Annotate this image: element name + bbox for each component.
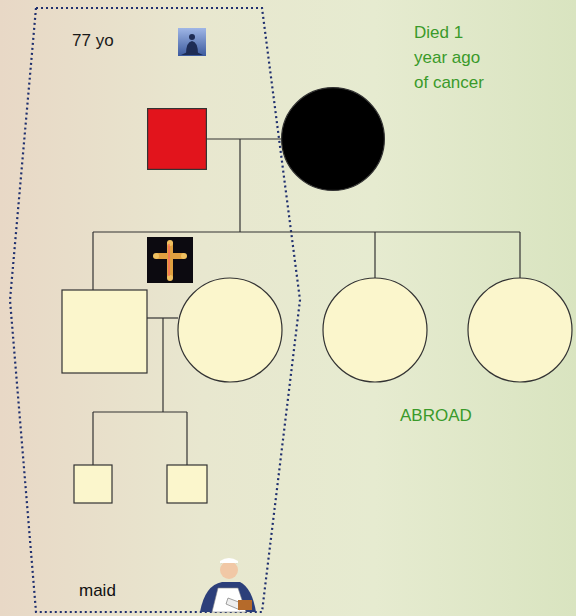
cross-icon bbox=[147, 237, 193, 283]
female-symbol bbox=[468, 278, 572, 382]
female-symbol bbox=[178, 278, 282, 382]
male-symbol: 77 yo bbox=[147, 108, 207, 170]
child-line bbox=[374, 232, 375, 278]
maid-figure bbox=[200, 558, 256, 612]
child-line bbox=[92, 412, 93, 465]
female-symbol-outline bbox=[281, 87, 385, 191]
location-note: ABROAD bbox=[400, 403, 472, 428]
death-note: Died 1 year ago of cancer bbox=[414, 20, 496, 95]
female-symbol: Died 1 year ago of cancer bbox=[281, 87, 385, 191]
marriage-line bbox=[207, 138, 281, 139]
role-label: maid bbox=[79, 578, 116, 603]
child-line bbox=[92, 232, 93, 290]
female-symbol-shape bbox=[282, 88, 385, 191]
male-symbol bbox=[62, 290, 147, 373]
child-line bbox=[186, 412, 187, 465]
male-symbol bbox=[74, 465, 112, 503]
age-note: 77 yo bbox=[72, 28, 114, 53]
male-symbol-outline bbox=[147, 108, 207, 170]
descent-line bbox=[162, 318, 163, 412]
descent-line bbox=[239, 139, 240, 232]
child-line bbox=[519, 232, 520, 278]
female-symbol bbox=[323, 278, 427, 382]
buddha-icon bbox=[178, 28, 206, 56]
household-boundary bbox=[10, 8, 300, 612]
sibship-line bbox=[93, 411, 187, 412]
male-symbol bbox=[167, 465, 207, 503]
male-symbol-shape bbox=[148, 109, 207, 170]
sibship-line bbox=[93, 231, 520, 232]
